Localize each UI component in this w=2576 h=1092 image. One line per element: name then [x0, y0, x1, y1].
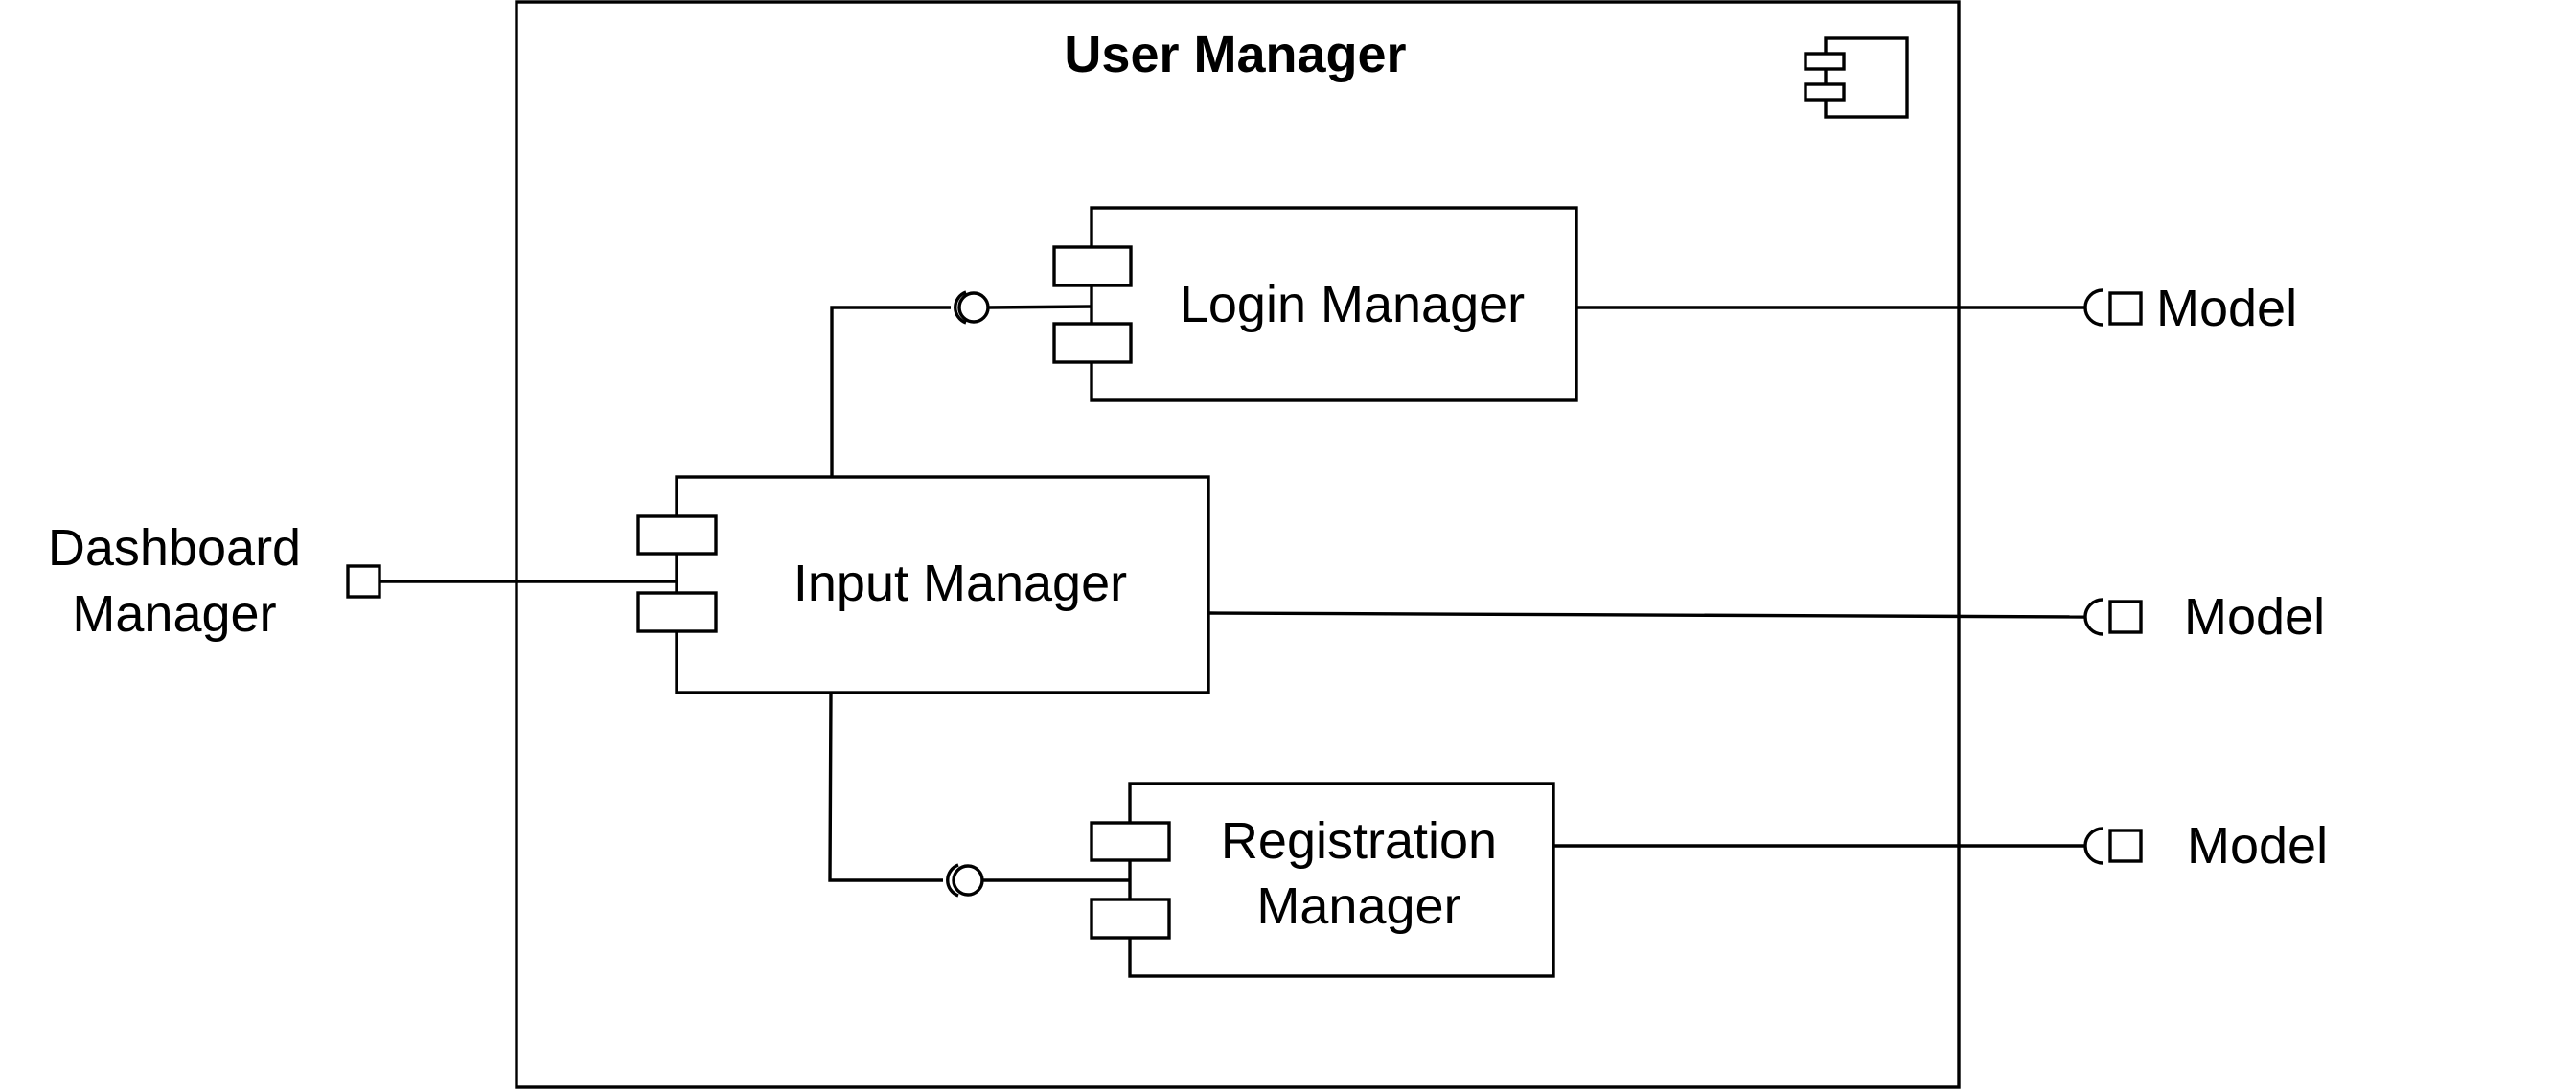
- user-manager-title: User Manager: [1064, 26, 1406, 83]
- registration-manager-label-line2: Manager: [1256, 877, 1460, 935]
- login-manager-label: Login Manager: [1180, 276, 1525, 333]
- model-port-1: [2108, 291, 2143, 326]
- model-interface-1: Model: [2083, 280, 2297, 337]
- dashboard-manager-label-line1: Dashboard: [48, 519, 301, 577]
- registration-manager-box: [1128, 782, 1555, 978]
- login-port-top: [1052, 245, 1133, 287]
- registration-manager-component: Registration Manager: [1090, 782, 1555, 978]
- login-interface-symbol: [954, 290, 990, 325]
- model-label-2: Model: [2184, 588, 2325, 646]
- input-manager-label: Input Manager: [794, 555, 1127, 612]
- dashboard-manager-label-line2: Manager: [72, 585, 276, 643]
- registration-port-bottom: [1090, 898, 1171, 940]
- model-socket-2: [2083, 598, 2104, 636]
- login-manager-component: Login Manager: [1052, 206, 1578, 402]
- model-interface-3: Model: [2083, 817, 2328, 875]
- component-icon: [1804, 36, 1909, 119]
- input-to-login-connector: [830, 306, 951, 477]
- model-label-1: Model: [2156, 280, 2297, 337]
- registration-interface-symbol: [946, 863, 984, 898]
- model-socket-1: [2083, 288, 2104, 327]
- model-port-2: [2108, 600, 2143, 634]
- login-port-bottom: [1052, 322, 1133, 364]
- dashboard-manager-external: Dashboard Manager: [48, 519, 381, 643]
- login-manager-box: [1090, 206, 1578, 402]
- input-to-model-connector: [1208, 611, 2086, 619]
- input-to-registration-connector: [828, 692, 943, 882]
- dashboard-port: [346, 564, 381, 599]
- model-port-3: [2108, 829, 2143, 863]
- model-interface-2: Model: [2083, 588, 2325, 646]
- connectors: [380, 305, 2086, 882]
- input-manager-box: [675, 475, 1210, 694]
- input-manager-component: Input Manager: [636, 475, 1210, 694]
- model-socket-3: [2083, 827, 2104, 865]
- registration-manager-label-line1: Registration: [1221, 812, 1497, 870]
- registration-port-top: [1090, 821, 1171, 862]
- input-port-bottom: [636, 591, 718, 633]
- model-label-3: Model: [2187, 817, 2328, 875]
- input-port-top: [636, 514, 718, 556]
